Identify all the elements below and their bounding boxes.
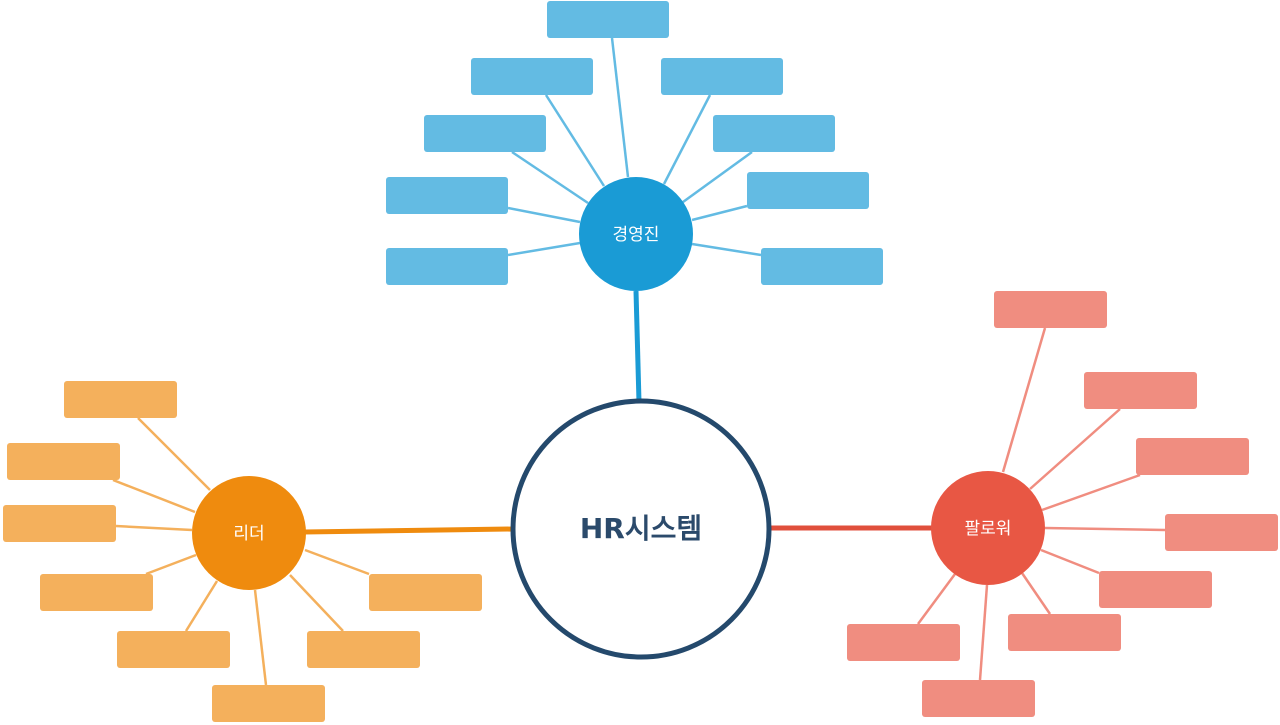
spoke-followers <box>1041 473 1141 512</box>
center-label: HR시스템 <box>580 512 702 545</box>
leaf-box-executives <box>547 1 669 38</box>
leaf-box-executives <box>713 115 835 152</box>
spoke-executives <box>610 37 630 178</box>
leaf-box-executives <box>761 248 883 285</box>
leaf-box-executives <box>661 58 783 95</box>
spoke-followers <box>978 584 989 681</box>
center-node: HR시스템 <box>510 398 772 660</box>
leaf-box-leaders <box>369 574 482 611</box>
leaf-box-followers <box>1008 614 1121 651</box>
connector-lines <box>112 37 1166 686</box>
spoke-followers <box>1020 572 1052 615</box>
leaf-box-executives <box>386 177 508 214</box>
spoke-followers <box>916 573 957 625</box>
spoke-leaders <box>145 553 197 576</box>
spoke-executives <box>662 94 712 185</box>
leaf-box-executives <box>471 58 593 95</box>
leaf-box-leaders <box>7 443 120 480</box>
leaf-box-executives <box>386 248 508 285</box>
leaf-box-leaders <box>117 631 230 668</box>
leaf-box-followers <box>994 291 1107 328</box>
leaf-box-leaders <box>40 574 153 611</box>
branch-node-followers: 팔로워 <box>931 471 1045 585</box>
spoke-executives <box>544 94 606 187</box>
spoke-followers <box>1044 526 1166 532</box>
spoke-executives <box>507 206 581 224</box>
connector-center-executives <box>633 290 642 403</box>
leaf-boxes <box>3 1 1278 722</box>
leaf-box-followers <box>1099 571 1212 608</box>
spoke-leaders <box>137 417 211 491</box>
leaf-box-leaders <box>64 381 177 418</box>
branch-label-executives: 경영진 <box>613 225 660 245</box>
spoke-executives <box>691 242 762 257</box>
spoke-leaders <box>304 548 370 576</box>
leaf-box-followers <box>1084 372 1197 409</box>
leaf-box-followers <box>1165 514 1278 551</box>
leaf-box-leaders <box>3 505 116 542</box>
spoke-leaders <box>289 574 344 632</box>
spoke-executives <box>691 204 748 222</box>
spoke-leaders <box>184 580 219 632</box>
branch-label-followers: 팔로워 <box>965 519 1012 539</box>
branch-node-executives: 경영진 <box>579 177 693 291</box>
leaf-box-followers <box>1136 438 1249 475</box>
spoke-followers <box>1001 327 1047 473</box>
spoke-leaders <box>253 589 268 686</box>
spoke-executives <box>507 241 581 257</box>
leaf-box-leaders <box>212 685 325 722</box>
spoke-followers <box>1040 548 1100 575</box>
spoke-leaders <box>115 524 193 532</box>
branch-label-leaders: 리더 <box>233 524 264 544</box>
branch-node-leaders: 리더 <box>192 476 306 590</box>
connector-center-leaders <box>303 526 514 535</box>
leaf-box-leaders <box>307 631 420 668</box>
leaf-box-executives <box>747 172 869 209</box>
spoke-leaders <box>112 478 196 514</box>
leaf-box-executives <box>424 115 546 152</box>
leaf-box-followers <box>847 624 960 661</box>
leaf-box-followers <box>922 680 1035 717</box>
spoke-followers <box>1029 408 1121 490</box>
spoke-executives <box>682 150 753 204</box>
spoke-executives <box>511 150 589 205</box>
